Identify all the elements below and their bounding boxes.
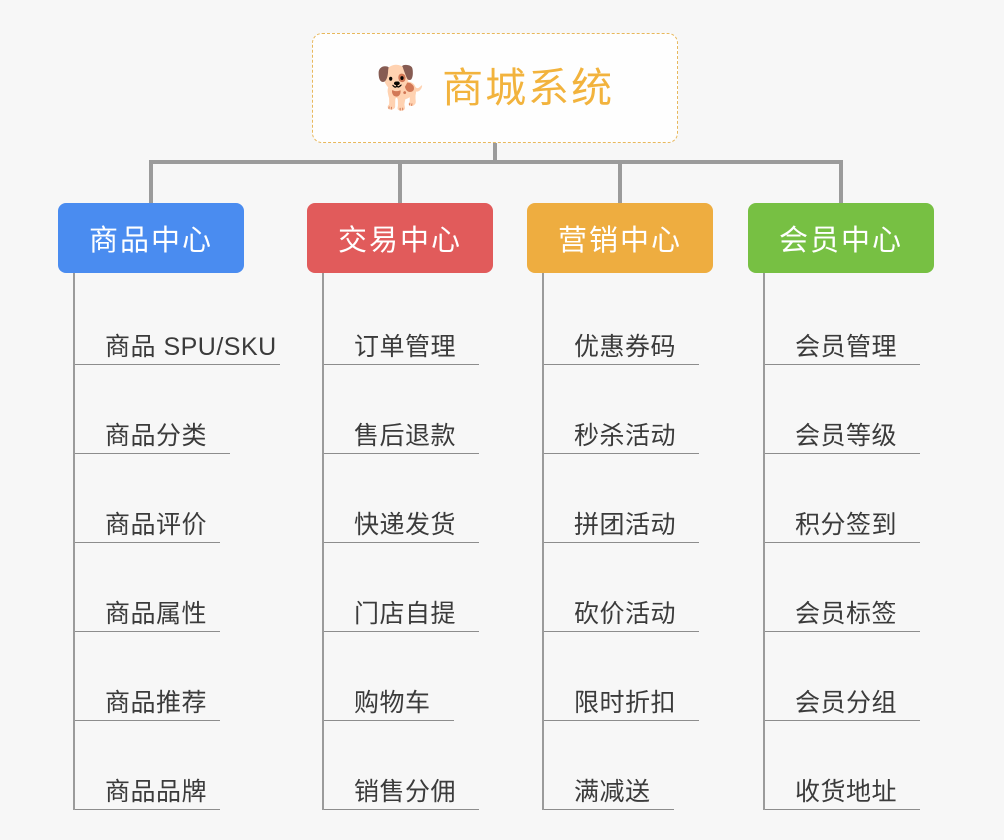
leaf-item[interactable]: 收货地址 [765,721,934,810]
leaf-list-product-center: 商品 SPU/SKU 商品分类商品评价商品属性商品推荐商品品牌 [73,273,280,810]
leaf-item[interactable]: 秒杀活动 [544,365,713,454]
shiba-dog-face-icon: 🐕 [375,64,429,111]
column-member-center: 会员中心会员管理会员等级积分签到会员标签会员分组收货地址 [748,203,934,810]
leaf-item[interactable]: 满减送 [544,721,713,810]
leaf-list-marketing-center: 优惠券码秒杀活动拼团活动砍价活动限时折扣满减送 [542,273,713,810]
leaf-item[interactable]: 快递发货 [324,454,493,543]
leaf-item[interactable]: 砍价活动 [544,543,713,632]
leaf-item-label: 商品分类 [105,422,208,450]
leaf-item[interactable]: 商品分类 [75,365,244,454]
leaf-item-label: 快递发货 [354,511,457,539]
leaf-item-label: 销售分佣 [354,778,457,806]
leaf-item[interactable]: 销售分佣 [324,721,493,810]
leaf-item-label: 售后退款 [354,422,457,450]
connector-drop-trade-center [398,160,402,205]
root-title: 商城系统 [442,64,615,111]
category-label: 营销中心 [557,225,682,257]
leaf-item[interactable]: 商品评价 [75,454,244,543]
leaf-list-member-center: 会员管理会员等级积分签到会员标签会员分组收货地址 [763,273,934,810]
leaf-item-label: 优惠券码 [574,333,677,361]
column-product-center: 商品中心商品 SPU/SKU 商品分类商品评价商品属性商品推荐商品品牌 [58,203,280,810]
category-label: 商品中心 [88,225,213,257]
leaf-item[interactable]: 售后退款 [324,365,493,454]
leaf-item-label: 拼团活动 [574,511,677,539]
leaf-item-label: 商品属性 [105,600,208,628]
category-label: 交易中心 [337,225,462,257]
leaf-item[interactable]: 商品推荐 [75,632,244,721]
category-node-trade-center[interactable]: 交易中心 [307,203,493,273]
leaf-item-label: 商品推荐 [105,689,208,717]
leaf-item[interactable]: 优惠券码 [544,276,713,365]
connector-drop-product-center [149,160,153,205]
leaf-item-label: 满减送 [574,778,651,806]
leaf-item[interactable]: 会员等级 [765,365,934,454]
leaf-item[interactable]: 订单管理 [324,276,493,365]
leaf-item[interactable]: 门店自提 [324,543,493,632]
connector-horizontal-bus [150,160,840,164]
leaf-item-label: 秒杀活动 [574,422,677,450]
connector-drop-member-center [839,160,843,205]
category-node-product-center[interactable]: 商品中心 [58,203,244,273]
leaf-item[interactable]: 会员分组 [765,632,934,721]
leaf-item-label: 商品品牌 [105,778,208,806]
leaf-list-trade-center: 订单管理售后退款快递发货门店自提购物车销售分佣 [322,273,493,810]
root-node[interactable]: 🐕 商城系统 [312,33,678,143]
leaf-item-label: 会员分组 [795,689,898,717]
leaf-item[interactable]: 会员标签 [765,543,934,632]
leaf-item-label: 会员标签 [795,600,898,628]
leaf-item[interactable]: 拼团活动 [544,454,713,543]
leaf-item-label: 购物车 [354,689,431,717]
leaf-item-label: 会员管理 [795,333,898,361]
leaf-item-label: 订单管理 [354,333,457,361]
category-node-marketing-center[interactable]: 营销中心 [527,203,713,273]
column-trade-center: 交易中心订单管理售后退款快递发货门店自提购物车销售分佣 [307,203,493,810]
leaf-item-label: 砍价活动 [574,600,677,628]
leaf-item-label: 会员等级 [795,422,898,450]
leaf-item-label: 商品 SPU/SKU [105,333,277,361]
leaf-item[interactable]: 会员管理 [765,276,934,365]
leaf-item[interactable]: 商品属性 [75,543,244,632]
leaf-item-label: 限时折扣 [574,689,677,717]
leaf-item-label: 商品评价 [105,511,208,539]
category-node-member-center[interactable]: 会员中心 [748,203,934,273]
leaf-item[interactable]: 限时折扣 [544,632,713,721]
leaf-item[interactable]: 购物车 [324,632,493,721]
category-label: 会员中心 [778,225,903,257]
leaf-item-label: 收货地址 [795,778,898,806]
leaf-item[interactable]: 积分签到 [765,454,934,543]
column-marketing-center: 营销中心优惠券码秒杀活动拼团活动砍价活动限时折扣满减送 [527,203,713,810]
leaf-item-label: 积分签到 [795,511,898,539]
leaf-item[interactable]: 商品 SPU/SKU [75,276,280,365]
leaf-item-label: 门店自提 [354,600,457,628]
connector-drop-marketing-center [618,160,622,205]
leaf-item[interactable]: 商品品牌 [75,721,244,810]
connector-root-stub [493,143,497,164]
